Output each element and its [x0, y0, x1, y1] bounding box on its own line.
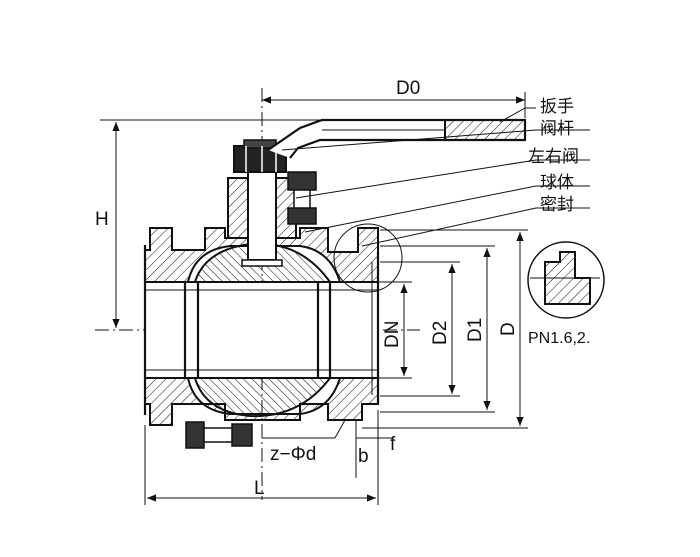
part-wrench: 扳手: [540, 97, 574, 117]
flange-bolt: [185, 421, 253, 449]
label-D0: D0: [396, 78, 420, 99]
inset-caption: PN1.6,2.: [528, 330, 590, 347]
label-H: H: [95, 209, 109, 230]
part-stem: 阀杆: [540, 119, 574, 139]
label-L: L: [254, 478, 265, 499]
label-D2: D2: [430, 321, 451, 345]
part-leaders: [281, 107, 590, 247]
label-b: b: [358, 446, 369, 467]
stem-assembly: [227, 139, 317, 267]
wrench-handle: [267, 118, 527, 159]
detail-circle: [333, 223, 403, 293]
label-DN: DN: [382, 321, 403, 348]
part-ball: 球体: [540, 173, 574, 193]
part-body: 左右阀: [528, 147, 579, 167]
label-D1: D1: [465, 318, 486, 342]
label-D: D: [498, 322, 519, 336]
part-seal: 密封: [540, 195, 574, 215]
seal-detail-inset: [527, 241, 605, 319]
label-z-phi-d: z−Φd: [270, 444, 316, 465]
label-f: f: [390, 434, 396, 455]
dimensions: [100, 92, 528, 505]
valve-body: [143, 227, 380, 426]
